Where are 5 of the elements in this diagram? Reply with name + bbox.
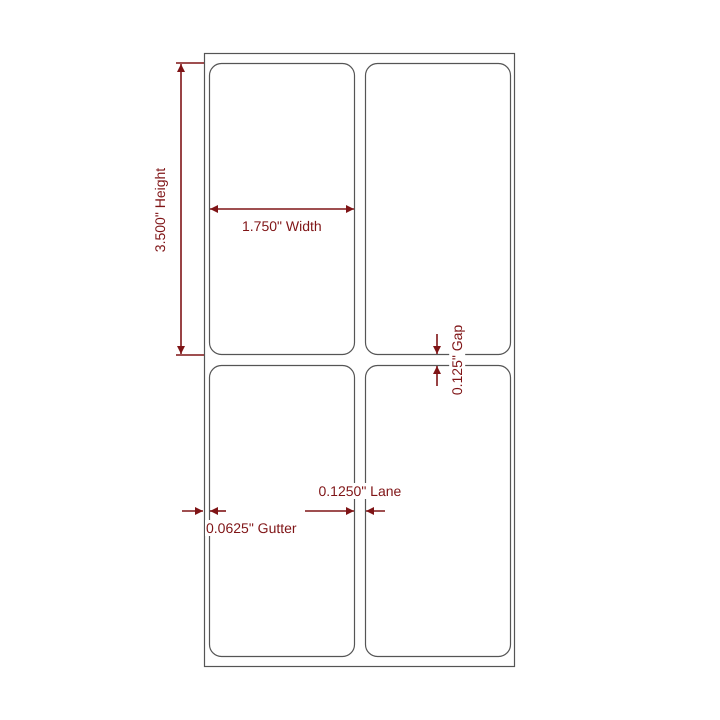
dimension-label: 3.500" Height (152, 166, 168, 254)
dimension-label: 0.0625" Gutter (205, 520, 298, 536)
dimension-label: 1.750" Width (241, 218, 323, 234)
dimension-label: 0.1250" Lane (318, 483, 402, 499)
dimension-label: 0.125" Gap (449, 324, 466, 396)
